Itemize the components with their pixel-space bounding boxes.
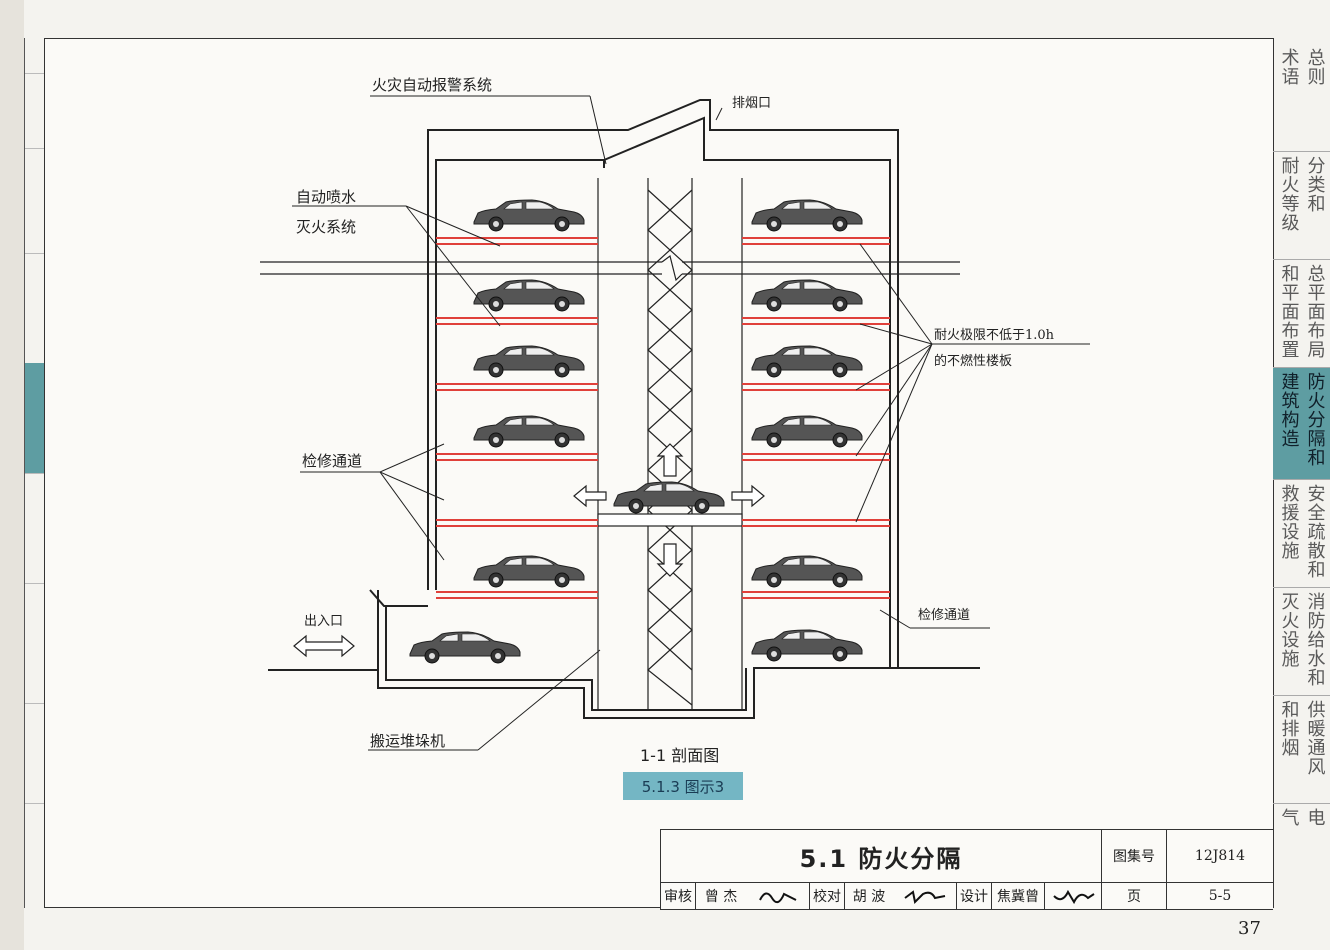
tab-text: 建筑构造 [1278,372,1300,448]
checker-signature [894,883,957,909]
designer-name: 焦冀曾 [992,883,1045,909]
label-fire-alarm: 火灾自动报警系统 [372,76,493,94]
label-fire-limit-1: 耐火极限不低于1.0h [934,328,1055,343]
tab-text: 和平面布置 [1278,264,1300,359]
tab-text: 供暖通风 [1304,700,1326,776]
direction-arrows [293,443,765,658]
page-value: 5-5 [1208,888,1232,904]
tab-hvac[interactable]: 供暖通风和排烟 [1273,696,1330,804]
tab-general[interactable]: 总则术语 [1273,44,1330,152]
tab-text: 和排烟 [1278,700,1300,757]
tab-text: 电 [1304,808,1326,827]
tab-text: 防火分隔和 [1304,372,1326,467]
tab-site-layout[interactable]: 总平面布局和平面布置 [1273,260,1330,368]
tab-classification[interactable]: 分类和耐火等级 [1273,152,1330,260]
tab-text: 术语 [1278,48,1300,86]
reviewer-signature [747,883,810,909]
title-block: 5.1 防火分隔 图集号 12J814 审核 曾 杰 校对 胡 波 设计 焦冀曾… [660,829,1273,910]
tab-text: 分类和 [1304,156,1326,213]
building-shell [427,99,899,668]
tab-text: 消防给水和 [1304,592,1326,687]
tab-text: 灭火设施 [1278,592,1300,668]
check-label: 校对 [810,883,845,909]
design-label: 设计 [957,883,992,909]
left-strip-seg [25,583,45,704]
label-maintenance-left: 检修通道 [302,452,363,470]
page-label: 页 [1102,883,1167,909]
review-label: 审核 [661,883,696,909]
label-stacker: 搬运堆垛机 [370,732,446,750]
tab-text: 总平面布局 [1304,264,1326,359]
parked-cars [409,199,863,664]
tab-fire-separation-active[interactable]: 防火分隔和建筑构造 [1273,368,1330,480]
atlas-no: 12J814 [1167,830,1273,883]
car-on-stacker [613,481,725,514]
break-line [260,254,960,282]
stacker-platform [597,513,743,527]
left-strip-seg-active [25,363,45,474]
left-strip-seg [25,703,45,804]
atlas-no-label: 图集号 [1102,830,1167,883]
label-sprinkler-1: 自动喷水 [296,188,357,206]
label-sprinkler-2: 灭火系统 [296,218,357,236]
label-fire-limit-2: 的不燃性楼板 [934,354,1013,369]
fire-rated-slabs [436,237,890,599]
figure-badge: 5.1.3 图示3 [623,772,743,800]
left-strip-seg [25,473,45,584]
label-maintenance-right: 检修通道 [918,608,971,623]
left-strip-seg [25,38,45,74]
page-number: 37 [1238,918,1261,939]
tab-text: 安全疏散和 [1304,484,1326,579]
figure-caption: 1-1 剖面图 [640,746,720,765]
designer-signature [1045,883,1102,909]
sheet-title: 5.1 防火分隔 [661,830,1102,883]
tab-text: 气 [1278,808,1300,827]
left-strip-seg [25,73,45,149]
tab-water-supply[interactable]: 消防给水和灭火设施 [1273,588,1330,696]
ground-structure [268,589,980,719]
leader-lines [292,95,1090,751]
drawing-frame [44,38,1274,908]
left-strip-seg [25,148,45,254]
tab-electrical[interactable]: 电气 [1273,804,1330,908]
book-binding-edge [0,0,24,950]
chapter-tabs: 总则术语 分类和耐火等级 总平面布局和平面布置 防火分隔和建筑构造 安全疏散和救… [1273,44,1330,908]
tab-text: 总则 [1304,48,1326,86]
checker-name: 胡 波 [852,889,886,905]
label-smoke-vent: 排烟口 [732,96,772,111]
label-entrance: 出入口 [304,614,344,629]
tab-text: 救援设施 [1278,484,1300,560]
tab-text: 耐火等级 [1278,156,1300,232]
reviewer-name: 曾 杰 [704,889,738,905]
tab-evacuation[interactable]: 安全疏散和救援设施 [1273,480,1330,588]
